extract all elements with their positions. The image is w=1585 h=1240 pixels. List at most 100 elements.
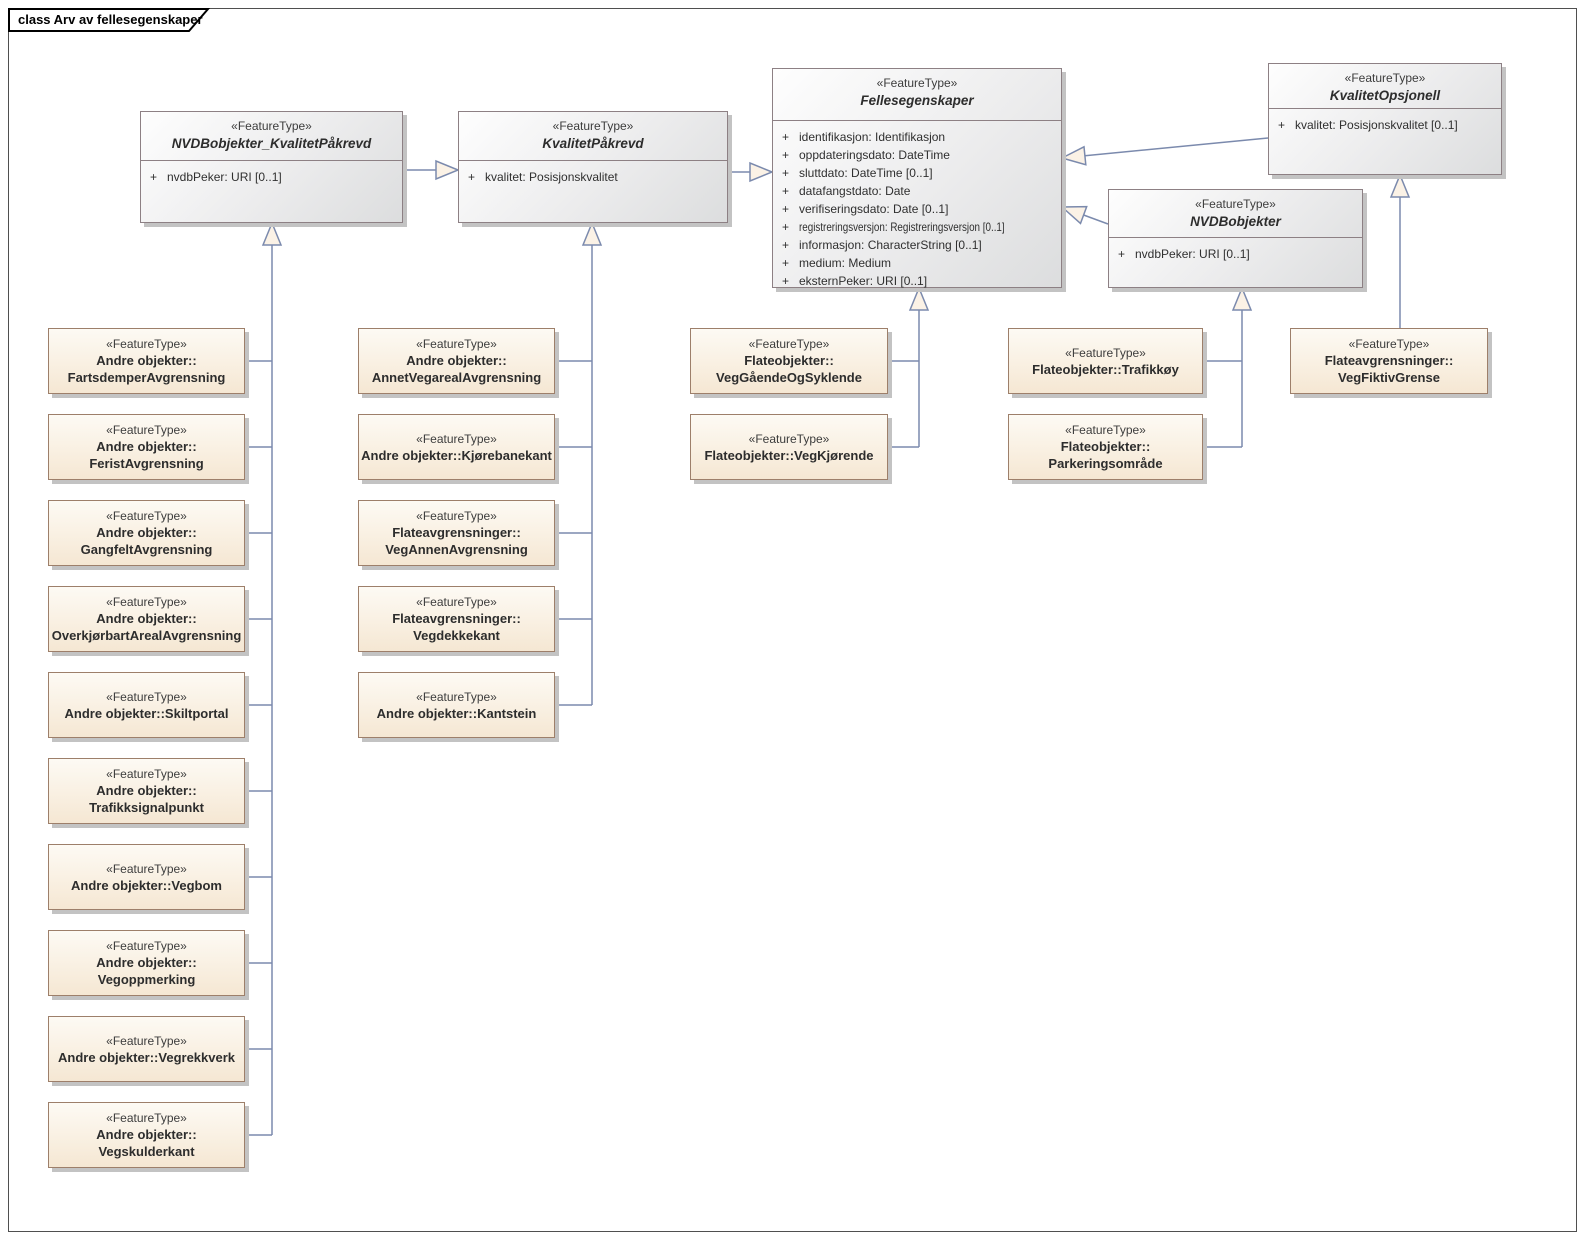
attribute-row: +kvalitet: Posisjonskvalitet — [468, 170, 618, 184]
stereotype-label: «FeatureType» — [106, 1111, 187, 1125]
class-box-vegrekkverk[interactable]: «FeatureType» Andre objekter::Vegrekkver… — [48, 1016, 245, 1082]
stereotype-label: «FeatureType» — [231, 119, 312, 133]
stereotype-label: «FeatureType» — [1348, 337, 1430, 351]
class-box-kvalitetpakrevd[interactable]: «FeatureType» KvalitetPåkrevd +kvalitet:… — [458, 111, 728, 223]
diagram-title: class Arv av fellesegenskaper — [18, 12, 203, 27]
class-name: Andre objekter::Vegbom — [71, 877, 222, 893]
class-box-fellesegenskaper[interactable]: «FeatureType» Fellesegenskaper +identifi… — [772, 68, 1062, 288]
class-box-kantstein[interactable]: «FeatureType» Andre objekter::Kantstein — [358, 672, 555, 738]
attribute-text: eksternPeker: URI [0..1] — [799, 274, 928, 288]
stereotype-label: «FeatureType» — [1344, 71, 1426, 85]
class-box-vegoppmerking[interactable]: «FeatureType» Andre objekter::Vegoppmerk… — [48, 930, 245, 996]
class-box-nvdbobjekter-kvalitetpakrevd[interactable]: «FeatureType» NVDBobjekter_KvalitetPåkre… — [140, 111, 403, 223]
class-box-vegbom[interactable]: «FeatureType» Andre objekter::Vegbom — [48, 844, 245, 910]
stereotype-label: «FeatureType» — [106, 767, 187, 781]
class-box-vegannenavgrensning[interactable]: «FeatureType» Flateavgrensninger::VegAnn… — [358, 500, 555, 566]
class-box-fartsdemperavgrensning[interactable]: «FeatureType» Andre objekter::Fartsdempe… — [48, 328, 245, 394]
class-box-feristavgrensning[interactable]: «FeatureType» Andre objekter::FeristAvgr… — [48, 414, 245, 480]
class-name: Flateavgrensninger::VegAnnenAvgrensning — [385, 525, 528, 557]
class-box-skiltportal[interactable]: «FeatureType» Andre objekter::Skiltporta… — [48, 672, 245, 738]
class-box-vegkjorende[interactable]: «FeatureType» Flateobjekter::VegKjørende — [690, 414, 888, 480]
attribute-text: identifikasjon: Identifikasjon — [799, 130, 946, 144]
stereotype-label: «FeatureType» — [106, 509, 187, 523]
attribute-row: +medium: Medium — [782, 256, 892, 270]
class-name: Andre objekter::GangfeltAvgrensning — [80, 525, 213, 557]
class-name: Flateobjekter::Parkeringsområde — [1048, 439, 1163, 471]
class-box-kvalitetopsjonell[interactable]: «FeatureType» KvalitetOpsjonell +kvalite… — [1268, 63, 1502, 175]
stereotype-label: «FeatureType» — [106, 595, 187, 609]
class-box-nvdbobjekter[interactable]: «FeatureType» NVDBobjekter +nvdbPeker: U… — [1108, 189, 1363, 288]
attribute-text: kvalitet: Posisjonskvalitet [0..1] — [1295, 118, 1458, 132]
class-name: KvalitetPåkrevd — [542, 136, 644, 151]
class-name: Andre objekter::FartsdemperAvgrensning — [67, 353, 226, 385]
class-box-vegskulderkant[interactable]: «FeatureType» Andre objekter::Vegskulder… — [48, 1102, 245, 1168]
class-box-gangfeltavgrensning[interactable]: «FeatureType» Andre objekter::GangfeltAv… — [48, 500, 245, 566]
class-box-vegdekkekant[interactable]: «FeatureType» Flateavgrensninger::Vegdek… — [358, 586, 555, 652]
class-name: Andre objekter::Vegrekkverk — [57, 1049, 236, 1065]
stereotype-label: «FeatureType» — [106, 1033, 187, 1048]
attribute-text: verifiseringsdato: Date [0..1] — [799, 202, 949, 216]
class-name: Andre objekter::Kjørebanekant — [361, 447, 552, 463]
attribute-text: nvdbPeker: URI [0..1] — [167, 170, 282, 184]
attribute-row: +identifikasjon: Identifikasjon — [782, 130, 946, 144]
class-name: Andre objekter::Vegskulderkant — [96, 1127, 197, 1159]
attribute-text: oppdateringsdato: DateTime — [799, 148, 950, 162]
attribute-row: +nvdbPeker: URI [0..1] — [1118, 247, 1250, 261]
stereotype-label: «FeatureType» — [106, 861, 187, 876]
class-box-kjorebanekant[interactable]: «FeatureType» Andre objekter::Kjørebanek… — [358, 414, 555, 480]
class-box-trafikkoy[interactable]: «FeatureType» Flateobjekter::Trafikkøy — [1008, 328, 1203, 394]
attribute-text: medium: Medium — [799, 256, 892, 270]
attribute-row: +verifiseringsdato: Date [0..1] — [782, 202, 949, 216]
class-name: KvalitetOpsjonell — [1329, 88, 1441, 103]
attribute-text: informasjon: CharacterString [0..1] — [799, 238, 982, 252]
attribute-text: registreringsversjon: Registreringsversj… — [799, 220, 1005, 234]
attribute-text: kvalitet: Posisjonskvalitet — [485, 170, 618, 184]
class-box-parkeringsomrade[interactable]: «FeatureType» Flateobjekter::Parkeringso… — [1008, 414, 1203, 480]
class-box-trafikksignalpunkt[interactable]: «FeatureType» Andre objekter::Trafikksig… — [48, 758, 245, 824]
stereotype-label: «FeatureType» — [1065, 423, 1146, 437]
stereotype-label: «FeatureType» — [416, 337, 497, 351]
class-name: Andre objekter::Skiltportal — [64, 705, 229, 721]
class-name: NVDBobjekter_KvalitetPåkrevd — [171, 136, 372, 151]
attribute-row: +nvdbPeker: URI [0..1] — [150, 170, 282, 184]
stereotype-label: «FeatureType» — [552, 119, 634, 133]
attribute-row: +datafangstdato: Date — [782, 184, 911, 198]
class-name: Flateobjekter::VegKjørende — [704, 447, 874, 463]
stereotype-label: «FeatureType» — [748, 431, 830, 446]
class-box-annetvegarealavgrensning[interactable]: «FeatureType» Andre objekter::AnnetVegar… — [358, 328, 555, 394]
class-box-vegfiktivgrense[interactable]: «FeatureType» Flateavgrensninger::VegFik… — [1290, 328, 1488, 394]
stereotype-label: «FeatureType» — [106, 689, 187, 704]
class-name: Flateobjekter::Trafikkøy — [1032, 361, 1179, 377]
stereotype-label: «FeatureType» — [1065, 345, 1146, 360]
diagram-tab — [8, 8, 211, 32]
attribute-row: +sluttdato: DateTime [0..1] — [782, 166, 933, 180]
stereotype-label: «FeatureType» — [1195, 197, 1276, 211]
stereotype-label: «FeatureType» — [416, 431, 497, 446]
attribute-row: +oppdateringsdato: DateTime — [782, 148, 950, 162]
class-name: Fellesegenskaper — [860, 93, 974, 108]
class-name: Andre objekter::FeristAvgrensning — [89, 439, 204, 471]
attribute-row: +informasjon: CharacterString [0..1] — [782, 238, 982, 252]
class-name: Andre objekter::AnnetVegarealAvgrensning — [371, 353, 542, 385]
stereotype-label: «FeatureType» — [416, 595, 497, 609]
stereotype-label: «FeatureType» — [106, 939, 187, 953]
stereotype-label: «FeatureType» — [106, 423, 187, 437]
attribute-row: +registreringsversjon: Registreringsvers… — [782, 220, 1005, 234]
attribute-text: nvdbPeker: URI [0..1] — [1135, 247, 1250, 261]
stereotype-label: «FeatureType» — [876, 76, 958, 90]
class-name: Andre objekter::OverkjørbartArealAvgrens… — [51, 611, 242, 643]
stereotype-label: «FeatureType» — [416, 689, 497, 704]
class-name: Flateobjekter::VegGåendeOgSyklende — [716, 353, 862, 385]
attribute-text: datafangstdato: Date — [799, 184, 911, 198]
stereotype-label: «FeatureType» — [748, 337, 830, 351]
stereotype-label: «FeatureType» — [106, 337, 187, 351]
stereotype-label: «FeatureType» — [416, 509, 497, 523]
class-box-veggaendeogsyklende[interactable]: «FeatureType» Flateobjekter::VegGåendeOg… — [690, 328, 888, 394]
class-name: NVDBobjekter — [1190, 214, 1281, 229]
class-name: Andre objekter::Trafikksignalpunkt — [89, 783, 204, 815]
class-name: Flateavgrensninger::VegFiktivGrense — [1324, 353, 1454, 385]
attribute-text: sluttdato: DateTime [0..1] — [799, 166, 933, 180]
class-name: Flateavgrensninger::Vegdekkekant — [392, 611, 521, 643]
class-box-overkjorbartarealavgrensning[interactable]: «FeatureType» Andre objekter::Overkjørba… — [48, 586, 245, 652]
